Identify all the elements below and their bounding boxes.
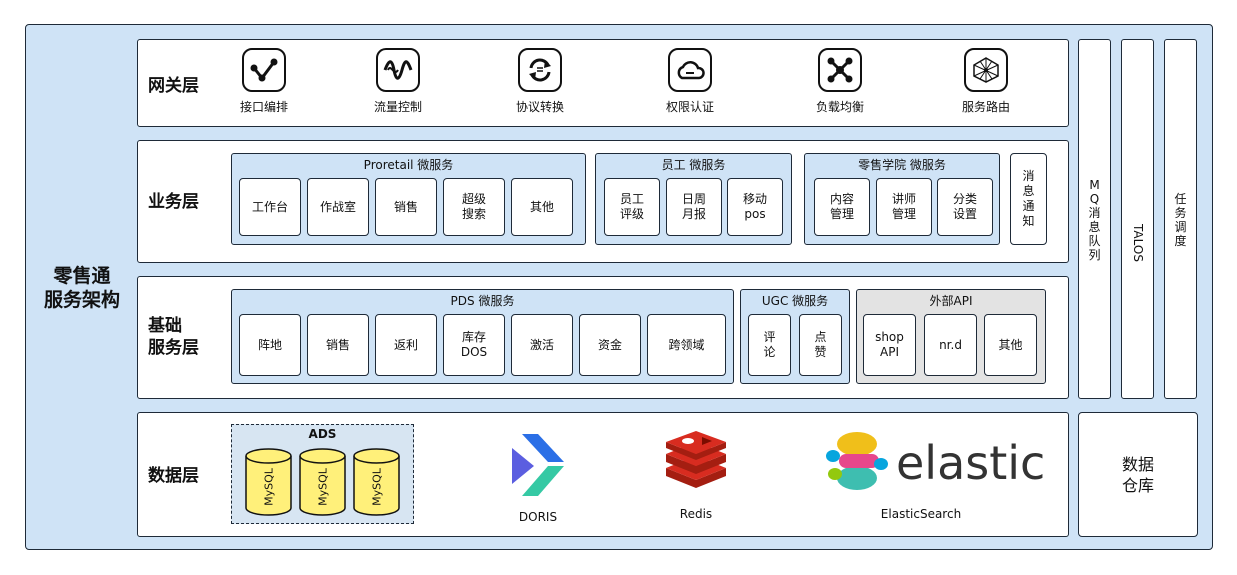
service-box: 点 赞 xyxy=(799,314,842,376)
gateway-item-load-balance: 负载均衡 xyxy=(795,48,885,115)
service-box: 员工 评级 xyxy=(604,178,660,236)
doris-logo-icon xyxy=(512,434,564,496)
service-box: 分类 设置 xyxy=(937,178,993,236)
service-box: 作战室 xyxy=(307,178,369,236)
gateway-item-protocol: 协议转换 xyxy=(495,48,585,115)
ads-group: ADS MySQL MySQL MySQL xyxy=(231,424,414,524)
service-box: 其他 xyxy=(984,314,1037,376)
cloud-icon xyxy=(668,48,712,92)
service-box: 日周 月报 xyxy=(666,178,722,236)
mysql-label: MySQL xyxy=(316,468,329,506)
service-box: shop API xyxy=(863,314,916,376)
group-title: Proretail 微服务 xyxy=(363,158,454,172)
network-nodes-icon xyxy=(242,48,286,92)
service-box: 资金 xyxy=(579,314,641,376)
mysql-database-icon: MySQL xyxy=(352,447,401,517)
redis-logo-icon xyxy=(666,431,726,488)
gateway-item-label: 流量控制 xyxy=(373,100,422,114)
service-box: 阵地 xyxy=(239,314,301,376)
elastic-label: ElasticSearch xyxy=(880,507,962,521)
gateway-item-flow-control: 流量控制 xyxy=(353,48,443,115)
service-box: 返利 xyxy=(375,314,437,376)
group-title: 零售学院 微服务 xyxy=(858,158,946,172)
service-box: 销售 xyxy=(375,178,437,236)
group-title: 员工 微服务 xyxy=(661,158,726,172)
mysql-database-icon: MySQL xyxy=(244,447,293,517)
service-box: 其他 xyxy=(511,178,573,236)
system-title: 零售通 服务架构 xyxy=(43,265,120,311)
wave-icon xyxy=(376,48,420,92)
gateway-layer: 网关层 xyxy=(137,39,1069,127)
elastic-logo-icon xyxy=(826,432,888,490)
service-box: 超级 搜索 xyxy=(443,178,505,236)
gateway-item-label: 接口编排 xyxy=(239,100,288,114)
convert-icon xyxy=(518,48,562,92)
gateway-item-label: 负载均衡 xyxy=(815,100,864,114)
gateway-item-routing: 服务路由 xyxy=(941,48,1031,115)
gateway-item-label: 服务路由 xyxy=(961,100,1010,114)
gateway-item-orchestration: 接口编排 xyxy=(219,48,309,115)
mysql-database-icon: MySQL xyxy=(298,447,347,517)
business-layer-label: 业务层 xyxy=(148,192,199,212)
doris-label: DORIS xyxy=(518,510,558,524)
service-box: 工作台 xyxy=(239,178,301,236)
talos-column: TALOS xyxy=(1121,39,1154,399)
hub-icon xyxy=(818,48,862,92)
notify-box: 消 息 通 知 xyxy=(1010,153,1047,245)
redis-label: Redis xyxy=(679,507,713,521)
service-box: 跨领域 xyxy=(647,314,726,376)
service-box: nr.d xyxy=(924,314,977,376)
group-title: UGC 微服务 xyxy=(761,294,829,308)
mysql-label: MySQL xyxy=(262,468,275,506)
gateway-item-label: 协议转换 xyxy=(515,100,564,114)
ads-title: ADS xyxy=(308,427,337,441)
group-title: 外部API xyxy=(929,294,973,308)
mq-label: M Q 消 息 队 列 xyxy=(1088,178,1101,262)
task-scheduling-label: 任 务 调 度 xyxy=(1174,192,1187,248)
service-box: 讲师 管理 xyxy=(876,178,932,236)
mq-column: M Q 消 息 队 列 xyxy=(1078,39,1111,399)
gateway-layer-label: 网关层 xyxy=(148,76,199,96)
base-service-layer-label: 基础 服务层 xyxy=(148,316,199,358)
service-box: 评 论 xyxy=(748,314,791,376)
gateway-item-label: 权限认证 xyxy=(665,100,714,114)
data-warehouse-box: 数据 仓库 xyxy=(1078,412,1198,537)
service-box: 移动 pos xyxy=(727,178,783,236)
service-box: 销售 xyxy=(307,314,369,376)
talos-label: TALOS xyxy=(1130,224,1145,262)
data-layer-label: 数据层 xyxy=(148,466,199,486)
elastic-wordmark: elastic xyxy=(896,436,1046,490)
service-box: 激活 xyxy=(511,314,573,376)
service-box: 库存 DOS xyxy=(443,314,505,376)
group-title: PDS 微服务 xyxy=(450,294,515,308)
task-scheduling-column: 任 务 调 度 xyxy=(1164,39,1197,399)
network-mesh-icon xyxy=(964,48,1008,92)
gateway-item-auth: 权限认证 xyxy=(645,48,735,115)
mysql-label: MySQL xyxy=(370,468,383,506)
service-box: 内容 管理 xyxy=(814,178,870,236)
